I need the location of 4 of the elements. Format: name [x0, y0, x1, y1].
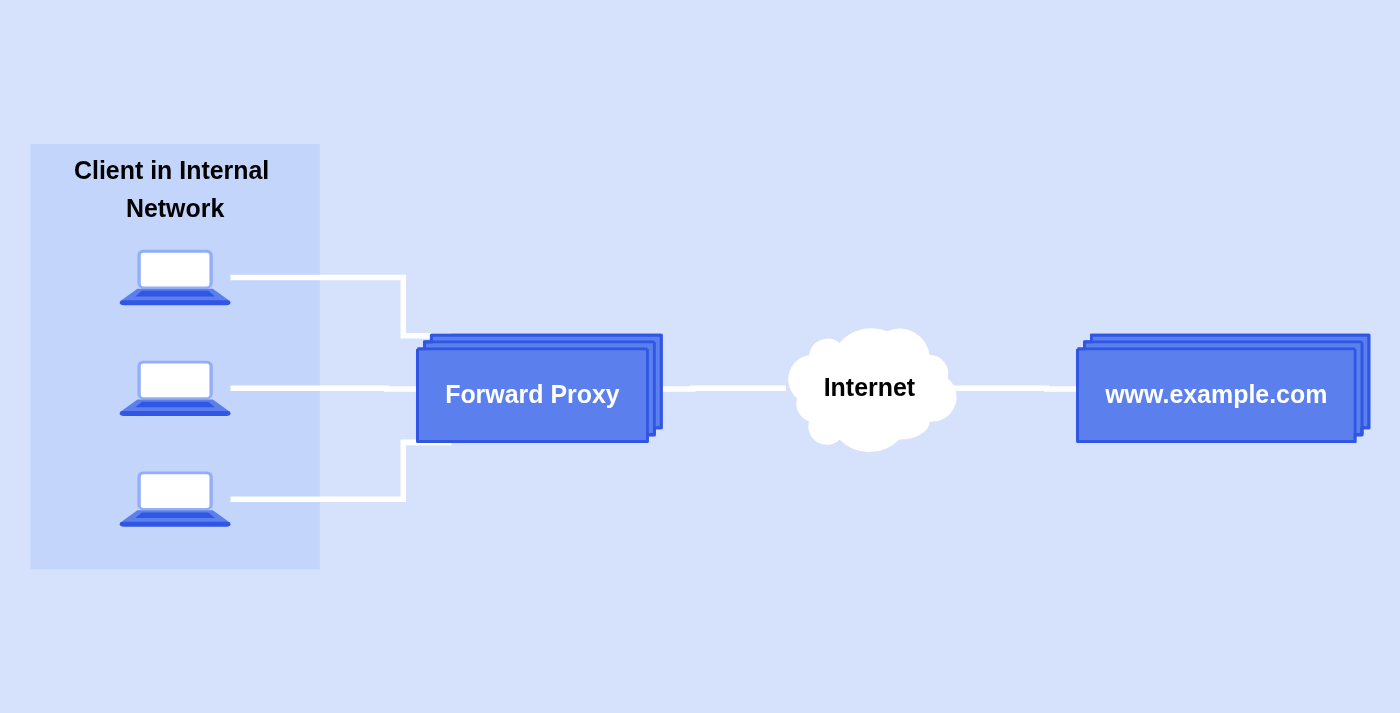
connector: [661, 385, 786, 392]
cluster: Client in Internal Network: [30, 143, 320, 570]
connector: [952, 385, 1079, 392]
connector: [230, 439, 452, 502]
